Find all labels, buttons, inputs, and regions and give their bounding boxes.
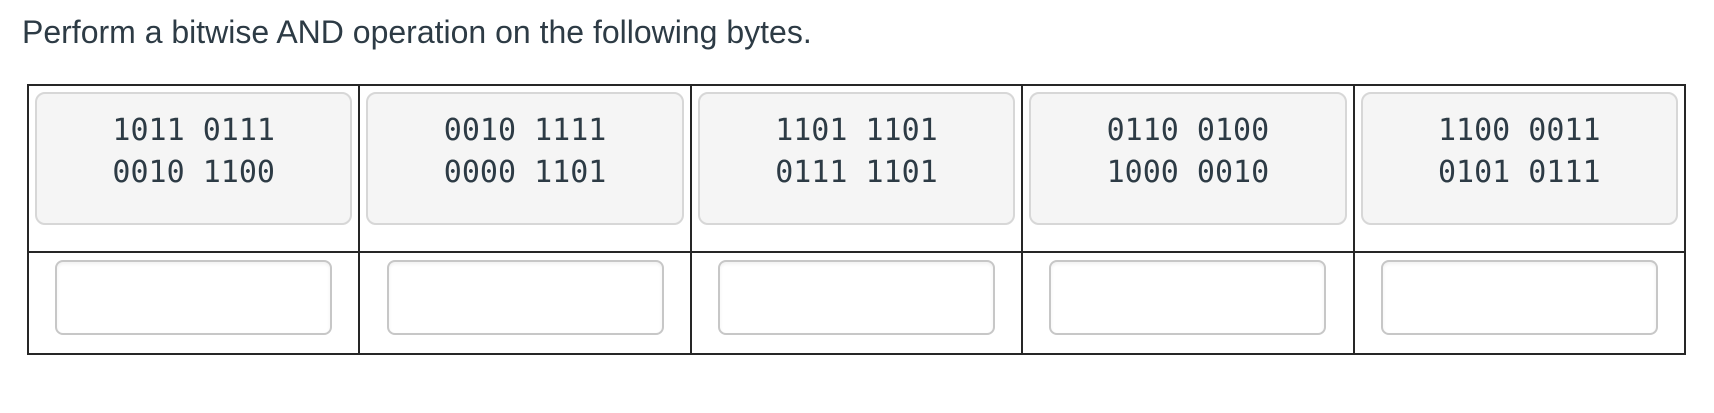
byte-pair-card-4: 0110 0100 1000 0010 xyxy=(1029,92,1347,225)
answer-cell-1 xyxy=(26,251,361,355)
answers-row xyxy=(26,251,1687,355)
byte-line-top: 1101 1101 xyxy=(775,113,938,148)
answer-cell-2 xyxy=(358,251,692,355)
answer-cell-3 xyxy=(689,251,1024,355)
answer-input-2[interactable] xyxy=(386,260,664,335)
byte-line-bottom: 0101 0111 xyxy=(1438,155,1601,190)
byte-line-bottom: 1000 0010 xyxy=(1106,155,1270,190)
operands-row: 1011 0111 0010 1100 0010 1111 0000 1101 11… xyxy=(26,84,1687,253)
byte-pair-card-3: 1101 1101 0111 1101 xyxy=(697,92,1016,225)
byte-line-top: 1011 0111 xyxy=(112,113,275,148)
bytes-table: 1011 0111 0010 1100 0010 1111 0000 1101 11… xyxy=(26,84,1687,355)
answer-input-3[interactable] xyxy=(717,260,995,335)
byte-line-bottom: 0000 1101 xyxy=(443,155,607,190)
byte-line-bottom: 0111 1101 xyxy=(775,155,938,190)
byte-pair-card-5: 1100 0011 0101 0111 xyxy=(1360,92,1678,225)
operand-cell-2: 0010 1111 0000 1101 xyxy=(358,84,692,253)
answer-input-4[interactable] xyxy=(1049,260,1327,335)
byte-pair-card-1: 1011 0111 0010 1100 xyxy=(35,92,353,225)
answer-cell-5 xyxy=(1352,251,1687,355)
byte-pair-card-2: 0010 1111 0000 1101 xyxy=(366,92,684,225)
answer-cell-4 xyxy=(1021,251,1355,355)
operand-cell-1: 1011 0111 0010 1100 xyxy=(26,84,361,253)
byte-line-top: 1100 0011 xyxy=(1438,113,1601,148)
operand-cell-4: 0110 0100 1000 0010 xyxy=(1021,84,1355,253)
byte-line-top: 0110 0100 xyxy=(1106,113,1270,148)
byte-line-bottom: 0010 1100 xyxy=(112,155,275,190)
byte-line-top: 0010 1111 xyxy=(443,113,607,148)
answer-input-5[interactable] xyxy=(1380,260,1658,335)
question-prompt: Perform a bitwise AND operation on the f… xyxy=(22,14,812,50)
answer-input-1[interactable] xyxy=(55,260,333,335)
operand-cell-3: 1101 1101 0111 1101 xyxy=(689,84,1024,253)
operand-cell-5: 1100 0011 0101 0111 xyxy=(1352,84,1687,253)
